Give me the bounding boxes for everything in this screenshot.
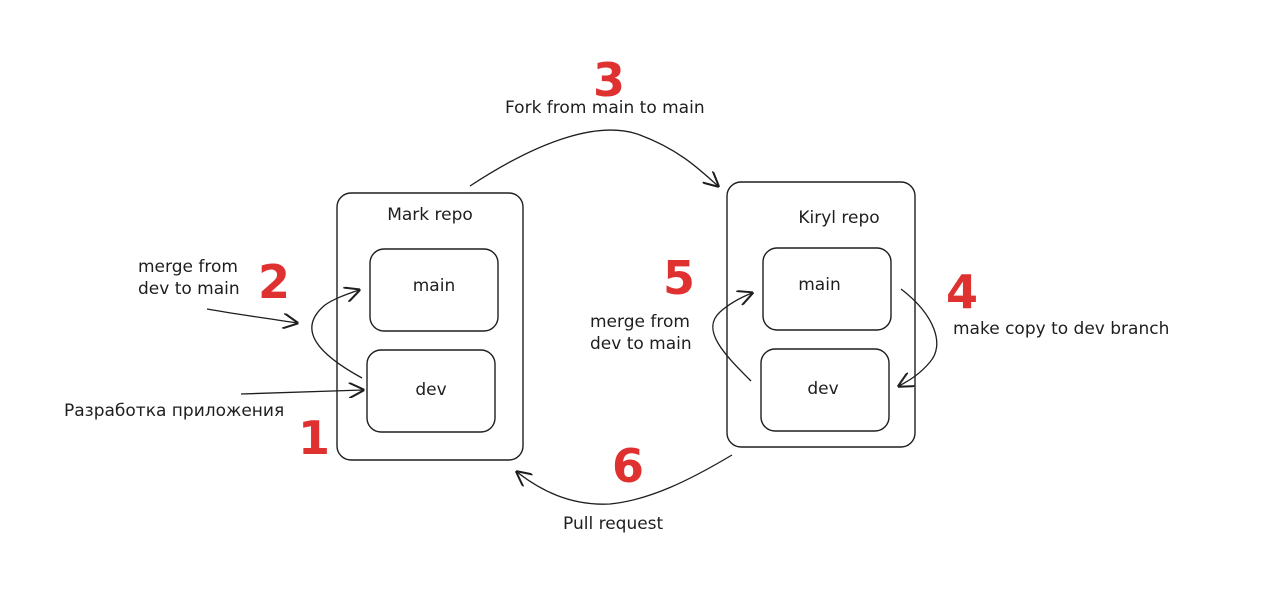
step-label-merge-mark: merge from dev to main	[138, 257, 240, 299]
kiryl-dev-label: dev	[807, 379, 839, 399]
arrow-kiryl-copy-to-dev	[899, 288, 938, 386]
mark-repo-title: Mark repo	[387, 205, 473, 225]
step-number-6: 6	[612, 439, 645, 493]
kiryl-main-label: main	[798, 275, 841, 295]
arrow-kiryl-merge-dev-to-main	[712, 293, 752, 382]
step-number-2: 2	[258, 255, 291, 309]
kiryl-repo-title: Kiryl repo	[798, 208, 880, 228]
step-number-4: 4	[946, 265, 979, 319]
step-label-fork: Fork from main to main	[505, 98, 705, 118]
arrow-merge-label-pointer	[206, 308, 297, 323]
kiryl-main-box	[762, 247, 892, 331]
kiryl-repo-box	[726, 181, 916, 448]
step-label-pull-request: Pull request	[563, 514, 664, 534]
kiryl-dev-box	[760, 348, 890, 432]
step-label-development: Разработка приложения	[64, 401, 285, 421]
arrow-development-to-dev	[240, 390, 363, 394]
step-label-copy-to-dev: make copy to dev branch	[953, 319, 1170, 339]
mark-main-label: main	[412, 276, 456, 296]
mark-repo-box	[336, 192, 524, 461]
mark-dev-box	[366, 349, 496, 433]
arrow-pull-request	[517, 454, 733, 505]
arrow-mark-merge-dev-to-main	[311, 290, 362, 379]
arrow-fork-main-to-main	[469, 129, 718, 186]
step-number-1: 1	[298, 411, 331, 465]
step-label-merge-kiryl: merge from dev to main	[590, 312, 692, 354]
mark-dev-label: dev	[415, 380, 447, 400]
mark-main-box	[369, 248, 499, 332]
step-number-3: 3	[593, 53, 626, 107]
step-number-5: 5	[663, 251, 696, 305]
